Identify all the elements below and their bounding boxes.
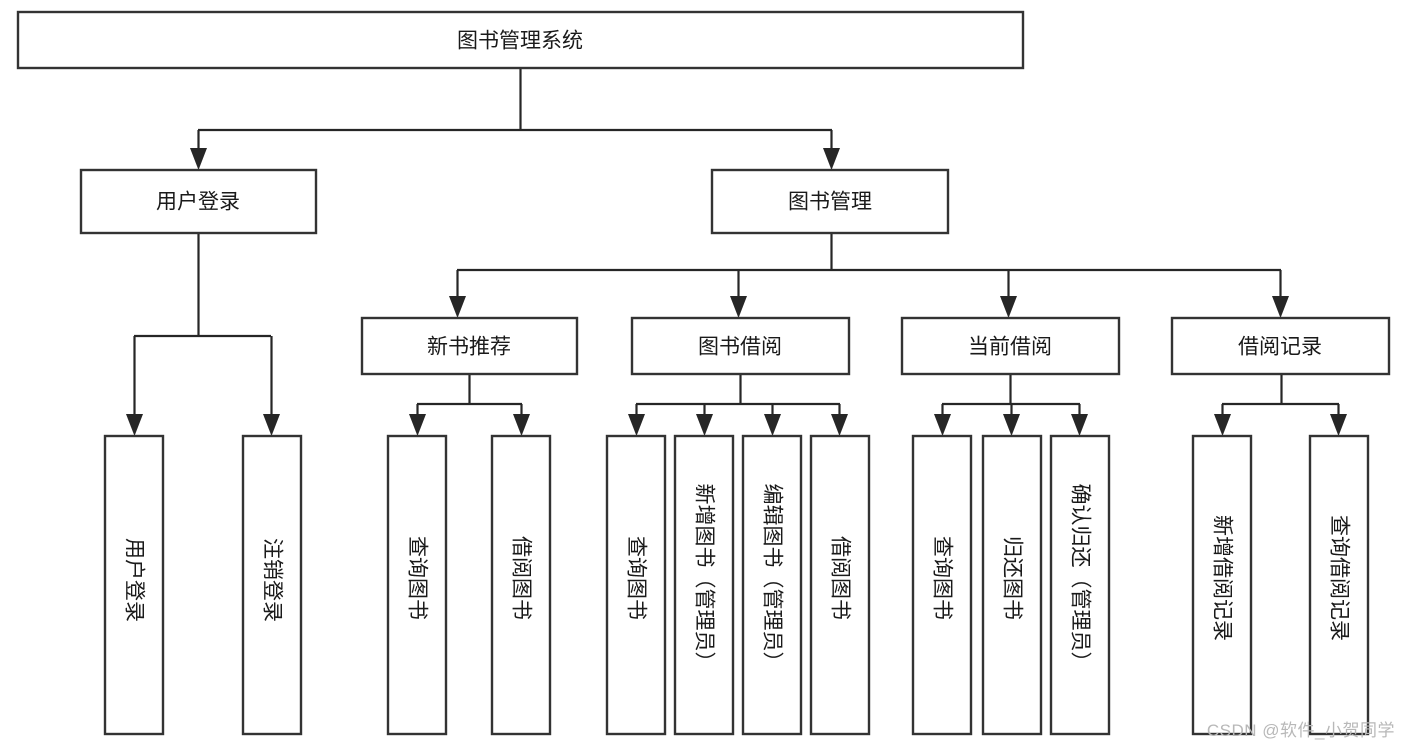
- arrowhead-br-add: [1214, 414, 1231, 436]
- node-borrow-record-label: 借阅记录: [1238, 336, 1322, 359]
- leaf-user-login[interactable]: 用户登录: [103, 434, 165, 736]
- csdn-watermark: CSDN @软件_小贺同学: [1206, 721, 1395, 740]
- leaf-currentborrow-confirm-return-label: 确认归还（管理员）: [1069, 484, 1092, 673]
- arrowhead-cb-query: [934, 414, 951, 436]
- node-root-system-label: 图书管理系统: [457, 30, 583, 53]
- leaf-currentborrow-confirm-return-box[interactable]: [1049, 434, 1111, 736]
- leaf-newbook-borrow-book-label: 借阅图书: [510, 536, 533, 620]
- leaf-bookborrow-edit-book[interactable]: 编辑图书（管理员）: [741, 434, 803, 736]
- leaf-borrowrecord-add-record[interactable]: 新增借阅记录: [1191, 434, 1253, 736]
- node-current-borrow[interactable]: 当前借阅: [900, 316, 1121, 376]
- arrowhead-bb-query: [628, 414, 645, 436]
- leaf-logout-box[interactable]: [241, 434, 303, 736]
- leaf-currentborrow-query-book-label: 查询图书: [931, 536, 954, 620]
- leaf-bookborrow-query-book[interactable]: 查询图书: [605, 434, 667, 736]
- leaf-borrowrecord-query-record-box[interactable]: [1308, 434, 1370, 736]
- arrowhead-book-borrow: [730, 296, 747, 318]
- leaf-bookborrow-borrow-book-box[interactable]: [809, 434, 871, 736]
- leaf-bookborrow-query-book-box[interactable]: [605, 434, 667, 736]
- leaf-borrowrecord-add-record-box[interactable]: [1191, 434, 1253, 736]
- leaf-currentborrow-query-book[interactable]: 查询图书: [911, 434, 973, 736]
- leaf-bookborrow-edit-book-label: 编辑图书（管理员）: [761, 484, 784, 673]
- node-borrow-record-box[interactable]: [1170, 316, 1391, 376]
- leaf-bookborrow-borrow-book[interactable]: 借阅图书: [809, 434, 871, 736]
- leaf-bookborrow-add-book[interactable]: 新增图书（管理员）: [673, 434, 735, 736]
- arrowhead-current-borrow: [1000, 296, 1017, 318]
- leaf-borrowrecord-query-record[interactable]: 查询借阅记录: [1308, 434, 1370, 736]
- arrowhead-newbook-query: [409, 414, 426, 436]
- arrowhead-br-query: [1330, 414, 1347, 436]
- node-book-management-label: 图书管理: [788, 191, 872, 214]
- leaf-bookborrow-query-book-label: 查询图书: [625, 536, 648, 620]
- leaf-bookborrow-add-book-label: 新增图书（管理员）: [693, 484, 716, 673]
- leaf-logout[interactable]: 注销登录: [241, 434, 303, 736]
- arrowhead-bb-add: [696, 414, 713, 436]
- leaf-currentborrow-return-book[interactable]: 归还图书: [981, 434, 1043, 736]
- arrowhead-user-login: [190, 148, 207, 170]
- node-book-borrow-box[interactable]: [630, 316, 851, 376]
- arrowhead-cb-confirm: [1071, 414, 1088, 436]
- arrowhead-book-mgmt: [823, 148, 840, 170]
- leaf-newbook-query-book[interactable]: 查询图书: [386, 434, 448, 736]
- node-user-login-box[interactable]: [79, 168, 318, 235]
- arrowhead-bb-borrow: [831, 414, 848, 436]
- node-book-management-box[interactable]: [710, 168, 950, 235]
- arrowhead-leaf-user-login: [126, 414, 143, 436]
- leaf-logout-label: 注销登录: [261, 538, 284, 622]
- leaf-currentborrow-confirm-return[interactable]: 确认归还（管理员）: [1049, 434, 1111, 736]
- arrowhead-bb-edit: [764, 414, 781, 436]
- node-current-borrow-label: 当前借阅: [968, 336, 1052, 359]
- node-current-borrow-box[interactable]: [900, 316, 1121, 376]
- node-book-borrow-label: 图书借阅: [698, 336, 782, 359]
- arrowhead-newbook-borrow: [513, 414, 530, 436]
- node-book-management[interactable]: 图书管理: [710, 168, 950, 235]
- arrowhead-new-book: [449, 296, 466, 318]
- leaf-user-login-label: 用户登录: [123, 538, 146, 622]
- leaf-bookborrow-add-book-box[interactable]: [673, 434, 735, 736]
- leaf-borrowrecord-add-record-label: 新增借阅记录: [1211, 515, 1234, 641]
- node-user-login-label: 用户登录: [156, 191, 240, 214]
- node-borrow-record[interactable]: 借阅记录: [1170, 316, 1391, 376]
- leaf-newbook-query-book-box[interactable]: [386, 434, 448, 736]
- leaf-currentborrow-return-book-label: 归还图书: [1001, 536, 1024, 620]
- node-root-system[interactable]: 图书管理系统: [16, 10, 1025, 70]
- node-new-book-recommend-label: 新书推荐: [427, 336, 511, 359]
- leaf-user-login-box[interactable]: [103, 434, 165, 736]
- node-new-book-recommend[interactable]: 新书推荐: [360, 316, 579, 376]
- connector-layer: [126, 68, 1347, 436]
- node-user-login[interactable]: 用户登录: [79, 168, 318, 235]
- leaf-currentborrow-return-book-box[interactable]: [981, 434, 1043, 736]
- arrowhead-leaf-logout: [263, 414, 280, 436]
- leaf-bookborrow-edit-book-box[interactable]: [741, 434, 803, 736]
- node-root-system-box[interactable]: [16, 10, 1025, 70]
- leaf-borrowrecord-query-record-label: 查询借阅记录: [1328, 515, 1351, 641]
- leaf-newbook-borrow-book[interactable]: 借阅图书: [490, 434, 552, 736]
- node-book-borrow[interactable]: 图书借阅: [630, 316, 851, 376]
- leaf-newbook-borrow-book-box[interactable]: [490, 434, 552, 736]
- arrowhead-cb-return: [1003, 414, 1020, 436]
- node-new-book-recommend-box[interactable]: [360, 316, 579, 376]
- leaf-bookborrow-borrow-book-label: 借阅图书: [829, 536, 852, 620]
- leaf-newbook-query-book-label: 查询图书: [406, 536, 429, 620]
- leaf-currentborrow-query-book-box[interactable]: [911, 434, 973, 736]
- arrowhead-borrow-record: [1272, 296, 1289, 318]
